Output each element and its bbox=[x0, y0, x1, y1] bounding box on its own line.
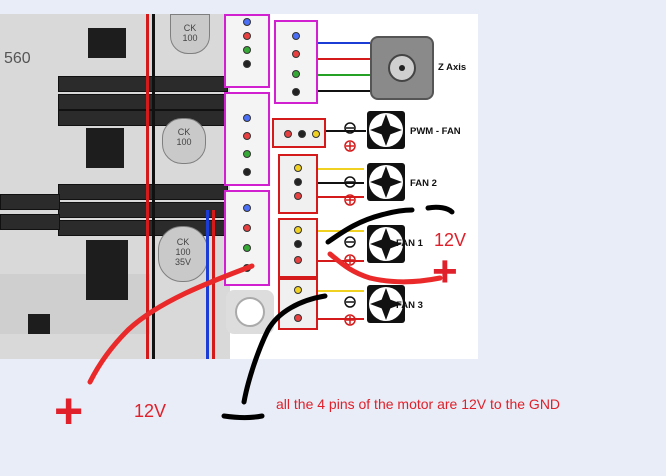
board-photo: 560 CK 100 CK 100 CK 100 35V bbox=[0, 14, 478, 359]
fan1-label: FAN 1 bbox=[396, 238, 423, 249]
wire-yellow bbox=[318, 168, 364, 170]
wire-red bbox=[318, 196, 364, 198]
wire-green bbox=[318, 74, 370, 76]
pin-black bbox=[294, 240, 302, 248]
wire-black bbox=[318, 182, 364, 184]
red-ink-stroke bbox=[87, 263, 255, 385]
pin-red bbox=[243, 132, 251, 140]
pin-blue bbox=[292, 32, 300, 40]
red-ink-stroke bbox=[327, 251, 443, 285]
pin-red bbox=[284, 130, 292, 138]
pin-red bbox=[243, 32, 251, 40]
wire-red bbox=[318, 58, 370, 60]
jumper-block bbox=[28, 314, 50, 334]
pin-black bbox=[298, 130, 306, 138]
pin-red bbox=[294, 256, 302, 264]
pin-blue bbox=[243, 114, 251, 122]
pin-black bbox=[292, 88, 300, 96]
pin-yellow bbox=[294, 164, 302, 172]
black-ink-stroke bbox=[325, 207, 415, 245]
pin-header bbox=[0, 214, 60, 230]
pin-black bbox=[294, 178, 302, 186]
jumper-block bbox=[86, 128, 124, 168]
pin-yellow bbox=[312, 130, 320, 138]
board-silk-number: 560 bbox=[4, 50, 31, 67]
pin-black bbox=[243, 60, 251, 68]
pin-yellow bbox=[294, 286, 302, 294]
pin-blue bbox=[243, 18, 251, 26]
pin-green bbox=[243, 244, 251, 252]
capacitor: CK 100 35V bbox=[158, 226, 208, 282]
stepper-motor-icon bbox=[370, 36, 434, 100]
pin-red bbox=[294, 192, 302, 200]
fan1-voltage-label: 12V bbox=[434, 230, 467, 250]
pwm-fan-label: PWM - FAN bbox=[410, 126, 461, 137]
plus-sign-left: + bbox=[54, 383, 84, 439]
mounting-hole bbox=[226, 290, 274, 334]
pin-green bbox=[292, 70, 300, 78]
pin-black bbox=[243, 168, 251, 176]
capacitor: CK 100 bbox=[170, 14, 210, 54]
fan-icon bbox=[367, 285, 405, 323]
black-ink-stroke bbox=[241, 293, 328, 405]
motor-pins-note: all the 4 pins of the motor are 12V to t… bbox=[276, 396, 561, 412]
wire-red bbox=[212, 210, 215, 359]
pin-green bbox=[243, 46, 251, 54]
black-ink-stroke bbox=[425, 204, 455, 215]
capacitor: CK 100 bbox=[162, 118, 206, 164]
polarity-markers bbox=[344, 122, 356, 326]
black-ink-stroke bbox=[221, 413, 265, 420]
left-voltage-label: 12V bbox=[134, 401, 167, 421]
wire-black bbox=[152, 14, 155, 359]
fan-icon bbox=[367, 225, 405, 263]
pin-header bbox=[0, 194, 60, 210]
fan2-label: FAN 2 bbox=[410, 178, 437, 189]
fan3-label: FAN 3 bbox=[396, 300, 423, 311]
fan-icon bbox=[367, 111, 405, 149]
wire-red bbox=[146, 14, 149, 359]
fan-icon bbox=[367, 163, 405, 201]
wire-black bbox=[318, 90, 370, 92]
pin-yellow bbox=[294, 226, 302, 234]
pin-red bbox=[243, 224, 251, 232]
pin-red bbox=[292, 50, 300, 58]
pin-blue bbox=[243, 204, 251, 212]
wire-red bbox=[318, 318, 364, 320]
pin-red bbox=[294, 314, 302, 322]
jumper-block bbox=[88, 28, 126, 58]
plus-sign-right: + bbox=[432, 247, 458, 296]
pin-green bbox=[243, 150, 251, 158]
motor-label: Z Axis bbox=[438, 62, 467, 73]
jumper-block bbox=[86, 240, 128, 300]
wire-yellow bbox=[318, 290, 364, 292]
wire-blue bbox=[318, 42, 370, 44]
